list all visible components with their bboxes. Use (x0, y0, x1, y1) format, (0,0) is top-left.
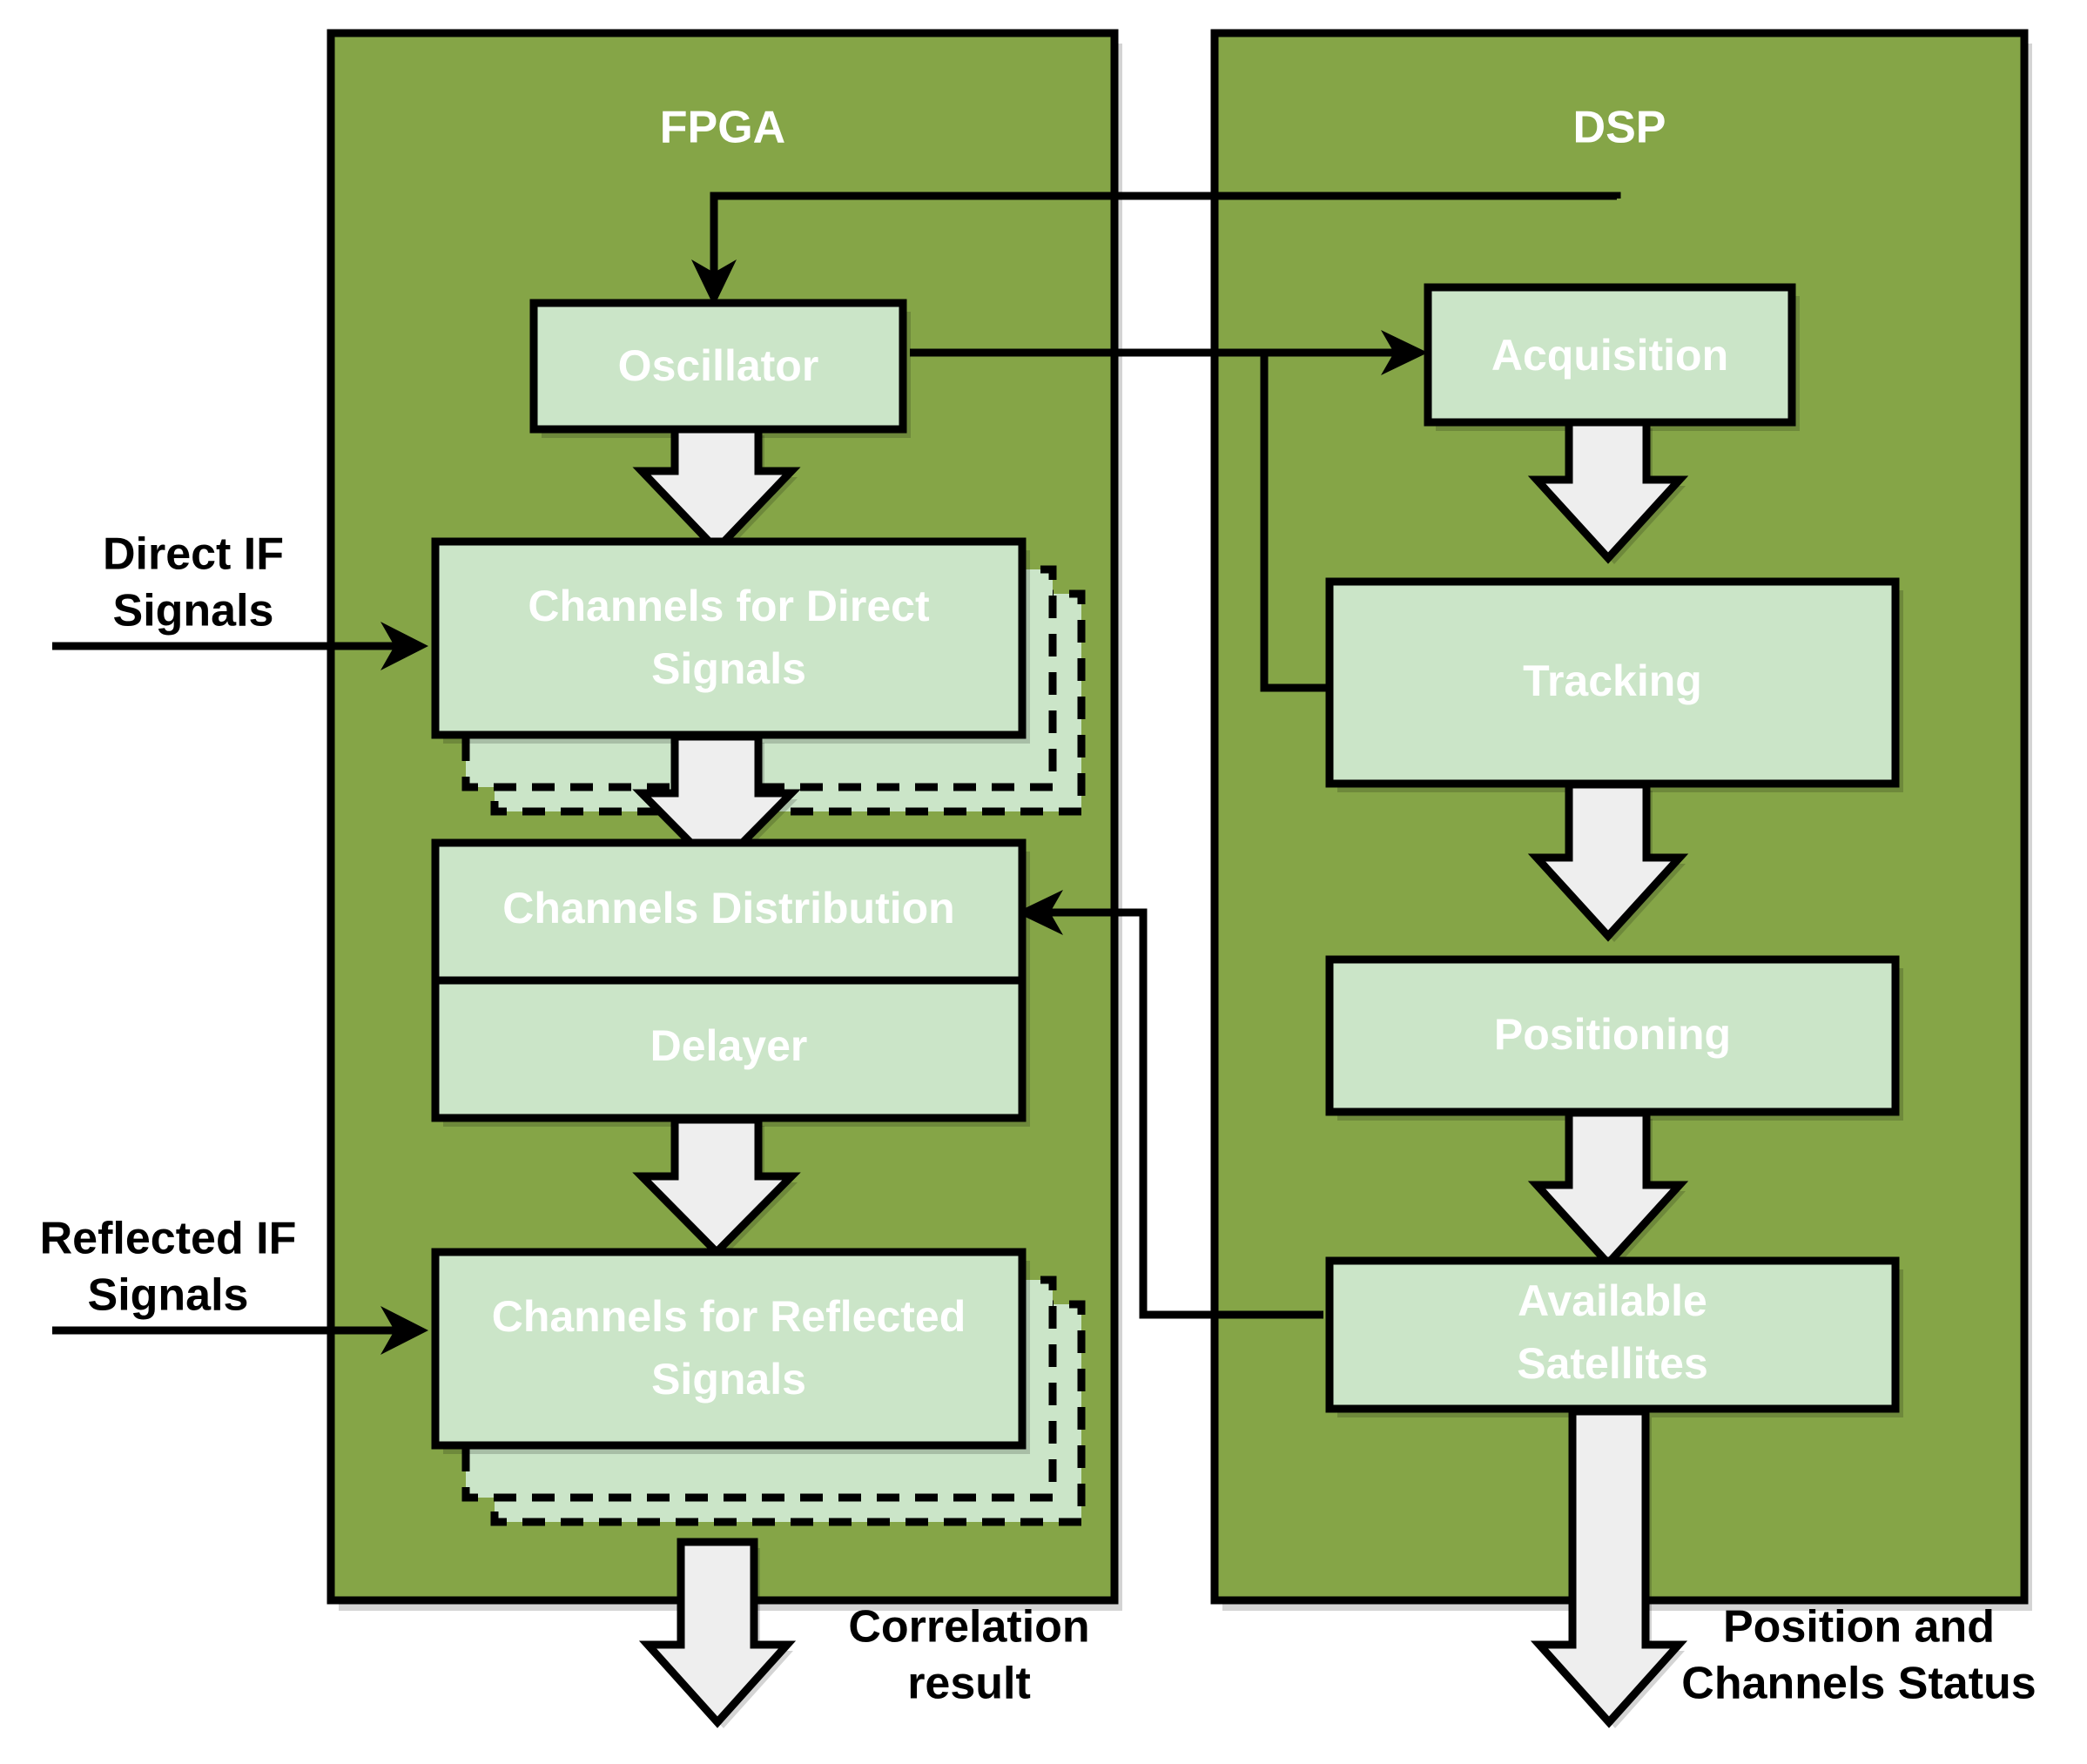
distribution-delayer-group: Channels Distribution Delayer (431, 838, 1030, 1127)
arrowhead-to-channels-distribution (1016, 890, 1063, 935)
position-status-label-line2: Channels Status (1681, 1659, 2036, 1709)
dsp-panel-title: DSP (1573, 103, 1666, 153)
delayer-node[interactable] (431, 976, 1027, 1122)
delayer-label: Delayer (650, 1021, 808, 1070)
reflected-if-label-line1: Reflected IF (40, 1214, 297, 1264)
oscillator-node[interactable] (529, 299, 907, 434)
wire-satellites-to-distribution (1045, 908, 1323, 1319)
arrow-acquisition-to-tracking (1527, 418, 1689, 564)
arrowhead-reflected-if-input (380, 1306, 428, 1355)
arrow-tracking-to-positioning-group (1527, 780, 1689, 942)
oscillator-node-group: Oscillator (529, 299, 911, 438)
channels-reflected-stack-group: Channels for Reflected Signals (431, 1248, 1086, 1526)
positioning-label: Positioning (1494, 1010, 1731, 1059)
tracking-node-group: Tracking (1325, 577, 1903, 792)
direct-if-label-line2: Signals (113, 586, 274, 636)
channels-direct-stack-group: Channels for Direct Signals (431, 537, 1086, 816)
arrow-positioning-to-satellites-group (1527, 1108, 1689, 1269)
arrow-direct-to-distribution-group (632, 732, 801, 875)
fpga-panel-title: FPGA (660, 103, 785, 153)
positioning-node-group: Positioning (1325, 955, 1903, 1121)
oscillator-label: Oscillator (618, 341, 819, 390)
feedback-oscillator-wire (691, 192, 1621, 306)
arrowhead-direct-if-input (380, 622, 428, 670)
position-status-label-line1: Position and (1723, 1602, 1995, 1653)
arrow-position-status-output-group: Position and Channels Status (1530, 1407, 2037, 1728)
available-satellites-node[interactable] (1325, 1256, 1900, 1413)
channels-reflected-node[interactable] (431, 1248, 1027, 1450)
channels-reflected-label-line1: Channels for Reflected (492, 1292, 966, 1341)
reflected-if-input-group: Reflected IF Signals (40, 1214, 428, 1355)
arrow-correlation-output-group: Correlation result (638, 1538, 1090, 1728)
wire-top-feedback (710, 192, 1621, 279)
arrow-positioning-to-satellites (1527, 1108, 1689, 1269)
channels-direct-label-line2: Signals (651, 644, 806, 693)
satellites-feedback-wire (1016, 890, 1323, 1319)
arrow-delayer-to-reflected-group (632, 1115, 801, 1258)
acquisition-label: Acquisition (1491, 331, 1728, 380)
arrow-channels-direct-to-distribution (632, 732, 801, 875)
channels-reflected-label-line2: Signals (651, 1355, 806, 1404)
arrowhead-to-acquisition (1381, 330, 1428, 375)
available-satellites-label-line2: Satellites (1517, 1339, 1708, 1388)
arrow-delayer-to-channels-reflected (632, 1115, 801, 1258)
arrow-tracking-to-positioning (1527, 780, 1689, 942)
channels-distribution-label: Channels Distribution (502, 884, 954, 932)
arrow-position-status-output (1530, 1407, 1688, 1728)
tracking-label: Tracking (1523, 656, 1702, 705)
arrow-correlation-result-output (638, 1538, 797, 1728)
arrow-oscillator-to-channels-direct-group (632, 425, 801, 555)
channels-direct-node[interactable] (431, 537, 1027, 739)
available-satellites-node-group: Available Satellites (1325, 1256, 1903, 1417)
available-satellites-label-line1: Available (1518, 1276, 1707, 1325)
correlation-result-label-line2: result (907, 1659, 1031, 1709)
arrow-oscillator-to-channels-direct (632, 425, 801, 555)
reflected-if-label-line2: Signals (88, 1270, 249, 1321)
channels-distribution-node[interactable] (431, 838, 1027, 985)
correlation-result-label-line1: Correlation (848, 1602, 1089, 1653)
direct-if-input-group: Direct IF Signals (52, 529, 428, 670)
arrow-acquisition-to-tracking-group (1527, 418, 1689, 564)
channels-direct-label-line1: Channels for Direct (528, 582, 930, 630)
arrowhead-to-oscillator (691, 259, 737, 306)
direct-if-label-line1: Direct IF (103, 529, 284, 580)
acquisition-node-group: Acquisition (1424, 283, 1800, 431)
